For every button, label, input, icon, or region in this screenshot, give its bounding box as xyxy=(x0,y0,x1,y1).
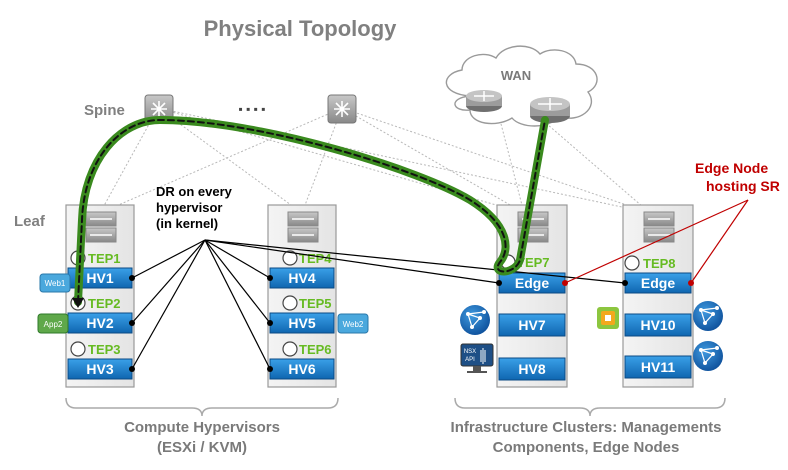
tep-3: TEP3 xyxy=(70,341,121,357)
tep-5: TEP5 xyxy=(282,295,332,311)
host-row-hv11: HV11 xyxy=(624,355,692,379)
vsphere-logo-icon xyxy=(597,307,619,329)
host-label-hv2: HV2 xyxy=(86,315,113,331)
spine-ellipsis: ▪ ▪ ▪ ▪ xyxy=(238,102,265,116)
leaf-switch-rack-1 xyxy=(85,211,117,243)
host-row-hv1: HV1 xyxy=(67,267,133,289)
rack-1: HV1 HV2 HV3 TEP1 TEP2 TEP3 xyxy=(65,204,135,388)
host-row-hv2: HV2 xyxy=(67,312,133,334)
tep-label-1: TEP1 xyxy=(88,251,121,266)
host-row-hv6: HV6 xyxy=(269,358,335,380)
host-row-hv8: HV8 xyxy=(498,357,566,381)
host-label-edge-2: Edge xyxy=(641,275,675,291)
vm-web2-label: Web2 xyxy=(343,320,364,329)
tep-label-2: TEP2 xyxy=(88,296,121,311)
host-label-hv4: HV4 xyxy=(288,270,315,286)
management-cluster-icon-3 xyxy=(693,341,723,371)
tep-label-3: TEP3 xyxy=(88,342,121,357)
wan-router-2 xyxy=(530,97,570,123)
edge-node-callout-lines xyxy=(564,199,749,284)
dr-label-line2: hypervisor xyxy=(156,200,222,215)
vm-web1: Web1 xyxy=(39,273,71,293)
host-row-hv3: HV3 xyxy=(67,358,133,380)
vm-web1-label: Web1 xyxy=(45,279,66,288)
host-row-hv4: HV4 xyxy=(269,267,335,289)
management-cluster-icon-2 xyxy=(693,301,723,331)
rack-3: Edge HV7 HV8 TEP7 xyxy=(496,204,568,388)
tep-label-8: TEP8 xyxy=(643,256,676,271)
host-label-hv1: HV1 xyxy=(86,270,113,286)
dr-endpoints xyxy=(129,275,628,372)
leaf-label: Leaf xyxy=(14,213,46,230)
edge-node-label-line1: Edge Node xyxy=(695,160,768,176)
compute-caption-line2: (ESXi / KVM) xyxy=(157,439,247,456)
traffic-path xyxy=(74,116,549,306)
infra-bracket xyxy=(454,397,726,417)
edge-node-endpoints xyxy=(562,280,694,286)
edge-node-label-line2: hosting SR xyxy=(706,178,780,194)
dr-callout-lines xyxy=(131,239,626,370)
host-label-hv10: HV10 xyxy=(640,317,675,333)
wan-label: WAN xyxy=(501,68,531,83)
vm-app2: App2 xyxy=(37,313,69,334)
page-title: Physical Topology xyxy=(204,16,398,41)
spine-switch-1 xyxy=(144,94,174,124)
tep-label-5: TEP5 xyxy=(299,296,332,311)
tep-label-7: TEP7 xyxy=(517,255,550,270)
rack-4: Edge HV10 HV11 TEP8 xyxy=(622,204,694,388)
host-label-hv3: HV3 xyxy=(86,361,113,377)
management-cluster-icon-1 xyxy=(460,305,490,335)
host-label-hv6: HV6 xyxy=(288,361,315,377)
spine-switch-2 xyxy=(327,94,357,124)
vm-web2: Web2 xyxy=(337,313,369,334)
spine-label: Spine xyxy=(84,102,125,119)
wan-cloud: WAN xyxy=(445,45,598,127)
nsx-api-monitor-icon: NSX API xyxy=(460,343,494,373)
dr-label-line3: (in kernel) xyxy=(156,216,218,231)
host-row-hv10: HV10 xyxy=(624,313,692,337)
vm-app2-label: App2 xyxy=(44,320,63,329)
host-label-hv11: HV11 xyxy=(641,359,675,375)
compute-caption-line1: Compute Hypervisors xyxy=(124,419,280,436)
infra-caption-line1: Infrastructure Clusters: Managements xyxy=(451,419,722,436)
leaf-switch-rack-4 xyxy=(643,211,675,243)
nsx-api-line2: API xyxy=(465,357,475,363)
tep-4: TEP4 xyxy=(282,250,332,266)
tep-8: TEP8 xyxy=(624,255,676,271)
host-row-edge-2: Edge xyxy=(624,272,692,294)
host-label-hv5: HV5 xyxy=(288,315,315,331)
tep-6: TEP6 xyxy=(282,341,332,357)
traffic-path-arrowhead xyxy=(72,298,84,308)
tep-label-4: TEP4 xyxy=(299,251,332,266)
wan-router-1 xyxy=(466,90,502,112)
tep-label-6: TEP6 xyxy=(299,342,332,357)
compute-bracket xyxy=(65,397,339,417)
infra-caption-line2: Components, Edge Nodes xyxy=(493,439,680,456)
rack-2: HV4 HV5 HV6 TEP4 TEP5 TEP6 xyxy=(267,204,337,388)
dr-label-line1: DR on every xyxy=(156,184,233,199)
host-label-hv7: HV7 xyxy=(518,317,545,333)
host-label-hv8: HV8 xyxy=(518,361,545,377)
nsx-api-line1: NSX xyxy=(464,349,476,355)
host-label-edge-1: Edge xyxy=(515,275,549,291)
host-row-hv7: HV7 xyxy=(498,313,566,337)
leaf-switch-rack-2 xyxy=(287,211,319,243)
host-row-hv5: HV5 xyxy=(269,312,335,334)
